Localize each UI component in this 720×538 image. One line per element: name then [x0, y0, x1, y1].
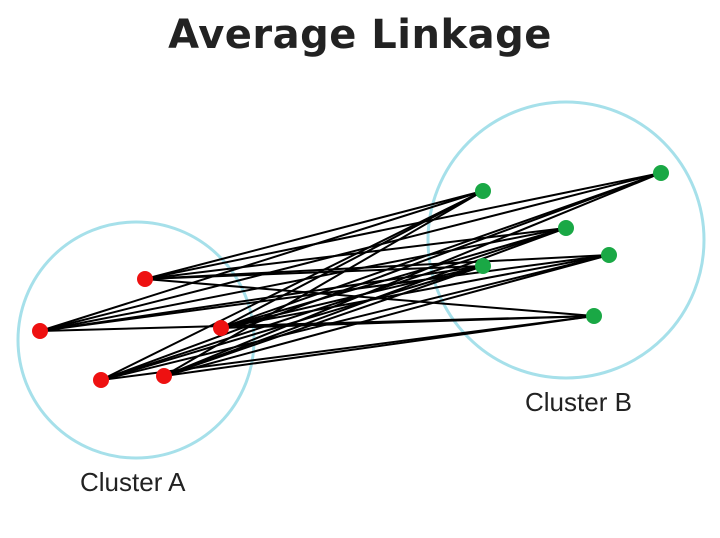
cluster-a-point-1 [137, 271, 153, 287]
cluster-a-outline [16, 220, 256, 460]
cluster-a-points [32, 271, 229, 388]
linkage-line-a4-b3 [100, 227, 567, 381]
cluster-b-point-1 [475, 183, 491, 199]
cluster-b-label: Cluster B [525, 387, 632, 417]
linkage-line-a1-b1 [144, 190, 484, 280]
linkage-line-a3-b4 [220, 254, 610, 329]
linkage-line-a5-b5 [163, 265, 484, 377]
cluster-a-point-2 [32, 323, 48, 339]
cluster-a-point-4 [93, 372, 109, 388]
cluster-b-outline [426, 100, 706, 380]
linkage-line-a4-b1 [100, 190, 484, 381]
linkage-line-a5-b1 [163, 190, 484, 377]
cluster-a-label: Cluster A [80, 467, 186, 497]
linkage-lines [39, 172, 662, 381]
cluster-b-point-2 [653, 165, 669, 181]
linkage-line-a4-b4 [100, 254, 610, 381]
linkage-line-a2-b2 [39, 172, 662, 332]
linkage-line-a1-b2 [144, 172, 662, 280]
linkage-line-a5-b3 [163, 227, 567, 377]
linkage-line-a4-b2 [100, 172, 662, 381]
cluster-b-point-3 [558, 220, 574, 236]
cluster-a-point-3 [213, 320, 229, 336]
linkage-line-a3-b2 [220, 172, 662, 329]
cluster-b-point-5 [475, 258, 491, 274]
linkage-line-a5-b6 [163, 315, 595, 377]
cluster-b-point-6 [586, 308, 602, 324]
linkage-line-a3-b3 [220, 227, 567, 329]
cluster-a-point-5 [156, 368, 172, 384]
linkage-line-a1-b4 [144, 254, 610, 280]
cluster-b-points [475, 165, 669, 324]
diagram-title: Average Linkage [168, 12, 552, 58]
cluster-b-point-4 [601, 247, 617, 263]
linkage-line-a2-b4 [39, 254, 610, 332]
linkage-line-a5-b4 [163, 254, 610, 377]
linkage-line-a2-b1 [39, 190, 484, 332]
linkage-line-a3-b1 [220, 190, 484, 329]
linkage-line-a5-b2 [163, 172, 662, 377]
